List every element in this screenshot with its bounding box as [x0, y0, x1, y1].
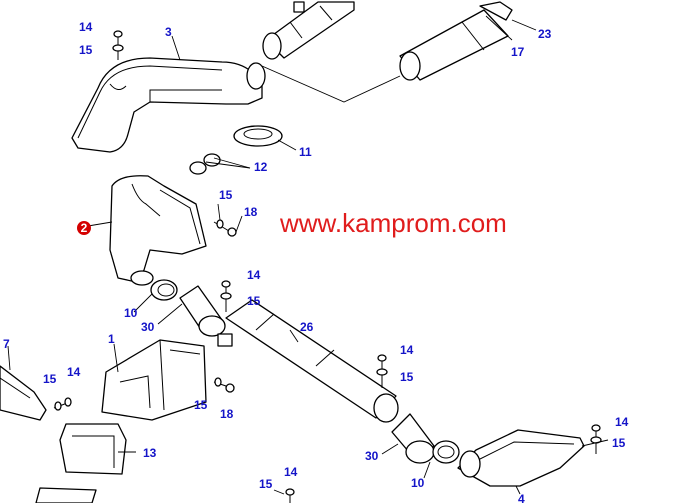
part-2-elbow-housing[interactable] [109, 175, 207, 286]
part-4-lower-duct[interactable] [457, 429, 585, 487]
part-30a-hose[interactable] [179, 285, 226, 337]
part-7-bracket[interactable] [0, 365, 47, 421]
callout-14[interactable]: 14 [79, 20, 93, 34]
callout-14[interactable]: 14 [400, 343, 414, 357]
callout-15[interactable]: 15 [194, 398, 208, 412]
callout-1[interactable]: 1 [108, 332, 115, 346]
callout-15[interactable]: 15 [79, 43, 93, 57]
part-11-grommet[interactable] [233, 125, 283, 147]
callout-14[interactable]: 14 [247, 268, 261, 282]
callout-15[interactable]: 15 [400, 370, 414, 384]
callout-30[interactable]: 30 [141, 320, 155, 334]
bolt-15f-18b[interactable] [213, 377, 235, 393]
bolt-14e-15g[interactable] [590, 424, 602, 454]
part-1-filter-box[interactable] [101, 339, 207, 421]
part-10a-collar[interactable] [150, 279, 178, 301]
callout-14[interactable]: 14 [284, 465, 298, 479]
callout-30[interactable]: 30 [365, 449, 379, 463]
callout-7[interactable]: 7 [3, 337, 10, 351]
bolt-14a-15a[interactable] [112, 30, 124, 60]
bolt-14b-15c[interactable] [220, 280, 232, 312]
part-12-mounts[interactable] [189, 153, 221, 175]
part-17-tube[interactable] [262, 1, 355, 60]
part-23-tube[interactable] [399, 1, 513, 81]
callout-13[interactable]: 13 [143, 446, 157, 460]
leader-lines [7, 15, 609, 495]
callout-15[interactable]: 15 [247, 294, 261, 308]
callout-17[interactable]: 17 [511, 45, 525, 59]
part-13-bracket[interactable] [35, 423, 127, 503]
highlight-marker-part-2[interactable]: 2 [77, 221, 91, 235]
highlight-label: 2 [81, 221, 88, 235]
part-26-pipe[interactable] [217, 299, 399, 423]
bolt-15b-18a[interactable] [213, 219, 237, 237]
callout-11[interactable]: 11 [299, 145, 312, 159]
callout-10[interactable]: 10 [411, 476, 425, 490]
bolt-15e-14d[interactable] [53, 397, 72, 411]
callout-23[interactable]: 23 [538, 27, 552, 41]
callout-12[interactable]: 12 [254, 160, 268, 174]
callout-labels: 3 14 15 17 23 11 12 15 18 14 15 10 30 26… [3, 20, 629, 503]
part-10b-collar[interactable] [432, 440, 460, 464]
part-30b-hose[interactable] [391, 413, 435, 464]
callout-10[interactable]: 10 [124, 306, 138, 320]
callout-4[interactable]: 4 [518, 492, 525, 503]
bolt-14c-15d[interactable] [376, 354, 388, 388]
part-3-intake-elbow[interactable] [71, 57, 266, 153]
callout-15[interactable]: 15 [43, 372, 57, 386]
callout-15[interactable]: 15 [612, 436, 626, 450]
callout-15[interactable]: 15 [259, 477, 273, 491]
callout-14[interactable]: 14 [67, 365, 81, 379]
callout-3[interactable]: 3 [165, 25, 172, 39]
callout-15[interactable]: 15 [219, 188, 233, 202]
callout-14[interactable]: 14 [615, 415, 629, 429]
callout-18[interactable]: 18 [244, 205, 258, 219]
callout-18[interactable]: 18 [220, 407, 234, 421]
callout-26[interactable]: 26 [300, 320, 314, 334]
watermark-text: www.kamprom.com [279, 208, 507, 238]
bolt-15h-14f[interactable] [285, 488, 295, 503]
